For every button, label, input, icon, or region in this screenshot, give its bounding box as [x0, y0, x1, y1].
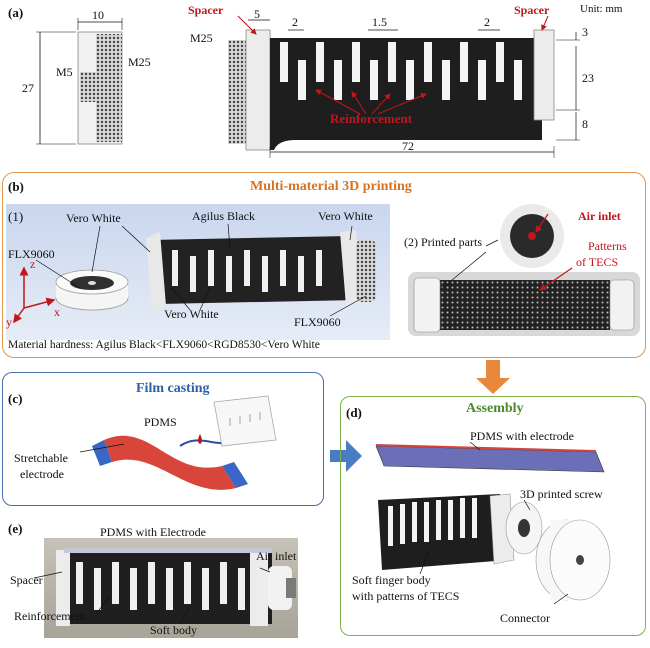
pdms-electrode-d: PDMS with electrode [470, 429, 574, 443]
vero-white-bottom: Vero White [164, 307, 219, 321]
panel-c-film-casting [79, 395, 277, 490]
dim-1-5: 1.5 [372, 15, 387, 29]
pdms-electrode-e: PDMS with Electrode [100, 525, 206, 539]
panel-a-finger-drawing [228, 15, 580, 158]
panel-d-assembly [375, 441, 611, 605]
of-tecs-label: of TECS [576, 255, 619, 269]
panel-e-photo [33, 538, 298, 638]
panel-c-label: (c) [8, 391, 23, 406]
vero-white-top-left: Vero White [66, 211, 121, 225]
screw-label: 3D printed screw [520, 487, 603, 501]
dim-3: 3 [582, 25, 588, 39]
dim-2b: 2 [484, 15, 490, 29]
dim-8: 8 [582, 117, 588, 131]
unit-label: Unit: mm [580, 3, 623, 15]
dim-5: 5 [254, 7, 260, 21]
axis-z: z [30, 257, 36, 271]
reinforcement-label: Reinforcement [330, 111, 413, 126]
spacer-left-label: Spacer [188, 3, 224, 17]
spacer-e: Spacer [10, 573, 43, 587]
connector-label: Connector [500, 611, 550, 625]
panel-b-title: Multi-material 3D printing [250, 179, 412, 194]
dim-2a: 2 [292, 15, 298, 29]
dim-23: 23 [582, 71, 594, 85]
soft-body-2: with patterns of TECS [352, 589, 460, 603]
flx9060-left: FLX9060 [8, 247, 55, 261]
panel-e-label: (e) [8, 521, 23, 536]
panel-b-label: (b) [8, 179, 24, 194]
dim-10: 10 [92, 8, 104, 22]
panel-c-frame [2, 372, 324, 506]
flx9060-right: FLX9060 [294, 315, 341, 329]
panel-c-title: Film casting [136, 381, 210, 396]
dim-72: 72 [402, 139, 414, 153]
panel-b-frame [2, 172, 646, 358]
panel-d-frame [340, 396, 646, 636]
panel-b-render [6, 204, 390, 340]
dim-27: 27 [22, 81, 34, 95]
panel-a-cap-drawing [36, 18, 123, 145]
soft-body-e: Soft body [150, 623, 198, 637]
reinforcement-e: Reinforcement [14, 609, 86, 623]
panel-d-title: Assembly [466, 401, 524, 416]
vero-white-top-right: Vero White [318, 209, 373, 223]
panel-b-sub1: (1) [8, 209, 24, 224]
dim-m25-left: M25 [128, 55, 151, 69]
printed-parts-label: (2) Printed parts [404, 235, 482, 249]
agilus-black-label: Agilus Black [192, 209, 255, 223]
axis-y: y [6, 315, 12, 329]
dim-m5: M5 [56, 65, 73, 79]
spacer-right-label: Spacer [514, 3, 550, 17]
electrode-label: electrode [20, 467, 64, 481]
axis-x: x [54, 305, 60, 319]
panel-a-label: (a) [8, 5, 24, 20]
blue-right-arrow [330, 440, 362, 472]
orange-down-arrow [476, 360, 510, 394]
panel-d-label: (d) [346, 405, 362, 420]
soft-body-1: Soft finger body [352, 573, 431, 587]
material-hardness: Material hardness: Agilus Black<FLX9060<… [8, 339, 320, 351]
dim-m25-right: M25 [190, 31, 213, 45]
stretchable-label: Stretchable [14, 451, 68, 465]
patterns-label: Patterns [588, 239, 627, 253]
air-inlet-e: Air inlet [256, 549, 297, 563]
air-inlet-b: Air inlet [578, 209, 621, 223]
panel-b-printed-parts-photo [408, 204, 640, 336]
pdms-label: PDMS [144, 415, 177, 429]
